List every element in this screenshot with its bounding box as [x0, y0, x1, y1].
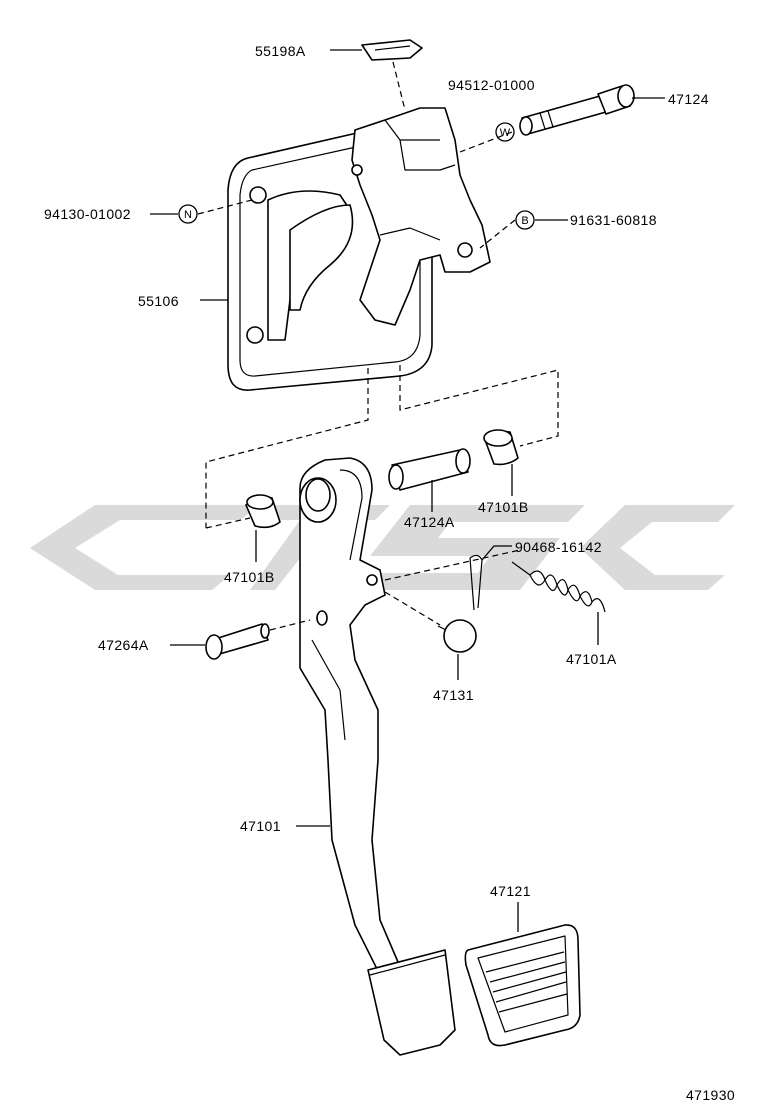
svg-text:W: W	[500, 127, 511, 139]
marker-b: B	[515, 210, 535, 230]
dash-spring	[384, 549, 521, 581]
label-47124[interactable]: 47124	[668, 91, 709, 107]
label-47101a[interactable]: 47101A	[566, 651, 617, 667]
bracket-55106[interactable]	[227, 107, 491, 391]
marker-n: N	[178, 204, 198, 224]
bushing-47101b-left[interactable]	[245, 494, 281, 529]
label-90468-16142[interactable]: 90468-16142	[515, 539, 602, 555]
pedal-arm-47101[interactable]	[299, 457, 456, 1056]
label-55198a[interactable]: 55198A	[255, 43, 306, 59]
dash-b	[479, 219, 516, 249]
label-55106[interactable]: 55106	[138, 293, 179, 309]
pin-47264a[interactable]	[205, 623, 270, 660]
label-47101[interactable]: 47101	[240, 818, 281, 834]
label-47131[interactable]: 47131	[433, 687, 474, 703]
label-47101b-left[interactable]: 47101B	[224, 569, 275, 585]
stopper-47131[interactable]	[437, 619, 477, 653]
diagram-id: 471930	[686, 1087, 735, 1103]
clip-55198a[interactable]	[361, 39, 423, 61]
dash-assembly-left	[205, 368, 369, 528]
label-47101b-right[interactable]: 47101B	[478, 499, 529, 515]
watermark-logo	[30, 505, 735, 590]
marker-w: W	[495, 122, 515, 142]
pedal-pad-47121[interactable]	[464, 924, 581, 1047]
dash-55198a	[392, 61, 406, 111]
collar-47124a[interactable]	[388, 448, 471, 491]
dash-47264a	[269, 619, 311, 631]
leader-90468	[481, 545, 512, 561]
label-91631-60818[interactable]: 91631-60818	[570, 212, 657, 228]
label-94130-01002[interactable]: 94130-01002	[44, 206, 131, 222]
bolt-47124[interactable]	[519, 84, 635, 136]
svg-text:B: B	[521, 215, 528, 227]
spring-47101a[interactable]	[511, 561, 606, 613]
svg-text:N: N	[184, 209, 192, 221]
bushing-47101b-right[interactable]	[483, 429, 519, 466]
label-47121[interactable]: 47121	[490, 883, 531, 899]
label-47124a[interactable]: 47124A	[404, 514, 455, 530]
dash-assembly-right	[399, 365, 559, 447]
label-47264a[interactable]: 47264A	[98, 637, 149, 653]
dash-assembly-bottom	[205, 517, 251, 529]
dash-47131	[384, 591, 441, 626]
label-94512-01000[interactable]: 94512-01000	[448, 77, 535, 93]
